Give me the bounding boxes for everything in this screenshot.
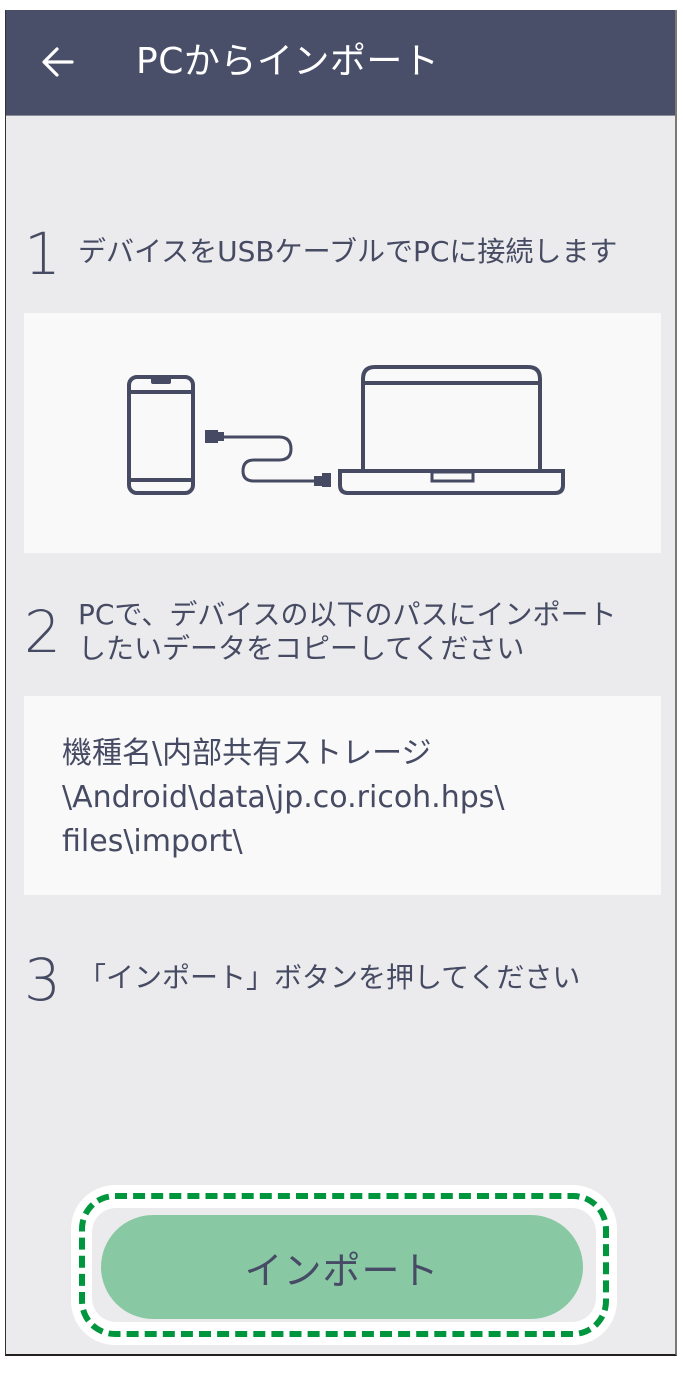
- step-2: 2 PCで、デバイスの以下のパスにインポート したいデータをコピーしてください: [24, 598, 616, 666]
- app-bar: PCからインポート: [6, 10, 675, 116]
- arrow-left-icon: [42, 47, 74, 77]
- step-text-line: したいデータをコピーしてください: [78, 632, 525, 665]
- page-title: PCからインポート: [136, 41, 440, 82]
- import-path-box: 機種名\内部共有ストレージ \Android\data\jp.co.ricoh.…: [24, 696, 661, 895]
- connection-illustration: [24, 313, 661, 553]
- step-text: PCで、デバイスの以下のパスにインポート したいデータをコピーしてください: [78, 598, 616, 666]
- import-button-highlight: インポート: [71, 1185, 617, 1345]
- app-screen: PCからインポート 1 デバイスをUSBケーブルでPCに接続します: [5, 10, 677, 1356]
- smartphone-icon: [127, 375, 195, 495]
- step-text: 「インポート」ボタンを押してください: [78, 961, 581, 994]
- highlight-dashed-border: [79, 1193, 609, 1337]
- path-line: \Android\data\jp.co.ricoh.hps\: [62, 780, 505, 815]
- usb-cable-icon: [205, 430, 331, 487]
- path-line: 機種名\内部共有ストレージ: [62, 736, 432, 771]
- import-path: 機種名\内部共有ストレージ \Android\data\jp.co.ricoh.…: [62, 732, 505, 864]
- step-number: 3: [24, 946, 61, 1014]
- usb-connection-illustration: [127, 365, 565, 495]
- step-number: 1: [24, 220, 61, 288]
- back-button[interactable]: [40, 44, 76, 80]
- import-button[interactable]: インポート: [101, 1215, 583, 1319]
- step-text-line: PCで、デバイスの以下のパスにインポート: [78, 598, 617, 631]
- step-3: 3 「インポート」ボタンを押してください: [24, 951, 580, 1009]
- step-number: 2: [24, 598, 61, 666]
- path-line: files\import\: [62, 824, 243, 859]
- laptop-icon: [338, 365, 565, 495]
- step-1: 1 デバイスをUSBケーブルでPCに接続します: [24, 225, 617, 283]
- step-text: デバイスをUSBケーブルでPCに接続します: [78, 235, 618, 268]
